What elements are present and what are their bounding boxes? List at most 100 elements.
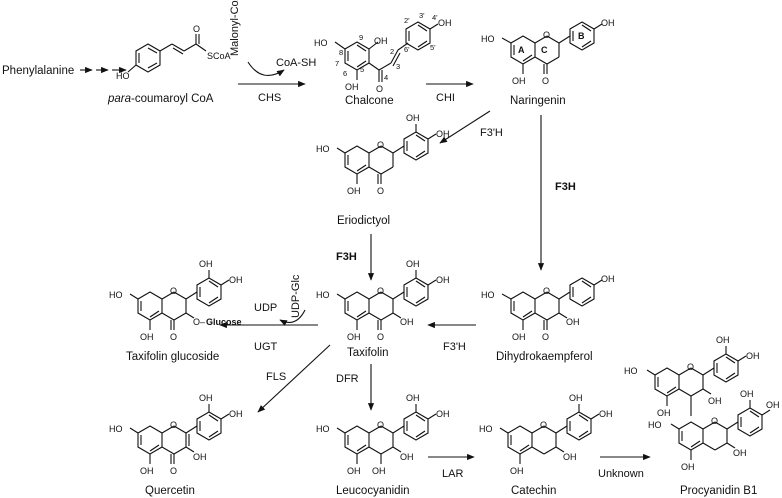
- svg-text:O: O: [377, 286, 384, 296]
- svg-text:OH: OH: [601, 18, 615, 28]
- dihydrokaempferol-label: Dihydrokaempferol: [496, 351, 593, 363]
- svg-text:OH: OH: [347, 332, 361, 342]
- svg-text:5: 5: [360, 65, 364, 74]
- coumaroyl-coa-structure: O SCoA HO: [116, 24, 231, 81]
- ugt-enzyme: UGT: [254, 341, 278, 353]
- svg-text:O: O: [170, 332, 177, 342]
- svg-text:HO: HO: [316, 424, 330, 434]
- coumaroyl-coa-label: para-coumaroyl CoA: [107, 93, 214, 105]
- svg-text:OH: OH: [601, 274, 615, 284]
- f3ph-arrow-top: [439, 110, 491, 144]
- eriodictyol-label: Eriodictyol: [337, 215, 390, 227]
- chalcone-ho-4: HO: [314, 38, 328, 48]
- taxifolin-structure: HO O O OH OH OH OH: [316, 259, 450, 342]
- procyanidin-b1-structure: HO O OH OH OH OH HO O OH OH OH OH: [624, 335, 780, 472]
- svg-text:HO: HO: [481, 34, 495, 44]
- svg-text:OH: OH: [569, 393, 583, 403]
- glucose-label: Glucose: [206, 317, 242, 327]
- unknown-enzyme: Unknown: [598, 468, 644, 480]
- chalcone-oh-4p: OH: [438, 18, 452, 28]
- svg-text:HO: HO: [479, 424, 493, 434]
- svg-text:9: 9: [359, 33, 363, 42]
- svg-text:8: 8: [339, 48, 343, 57]
- dihydrokaempferol-structure: HO O O OH OH OH: [481, 274, 615, 342]
- svg-text:O: O: [377, 140, 384, 150]
- svg-text:OH: OH: [406, 113, 420, 123]
- catechin-label: Catechin: [511, 485, 556, 497]
- svg-text:OH: OH: [708, 396, 722, 406]
- taxifolin-label: Taxifolin: [347, 347, 389, 359]
- svg-text:OH: OH: [372, 466, 386, 476]
- f3ph-enzyme-top: F3'H: [480, 127, 503, 139]
- svg-text:OH: OH: [199, 393, 213, 403]
- svg-text:OH: OH: [746, 351, 760, 361]
- svg-text:OH: OH: [716, 335, 730, 345]
- leucocyanidin-structure: HO O OH OH OH OH OH: [316, 393, 450, 476]
- svg-text:OH: OH: [400, 452, 414, 462]
- svg-text:4': 4': [432, 13, 438, 22]
- svg-text:OH: OH: [406, 393, 420, 403]
- f3h-enzyme-right: F3H: [555, 181, 576, 193]
- svg-text:OH: OH: [229, 275, 243, 285]
- svg-text:2: 2: [390, 47, 394, 56]
- procyanidin-b1-label: Procyanidin B1: [680, 485, 757, 497]
- svg-text:OH: OH: [599, 409, 613, 419]
- svg-text:HO: HO: [316, 290, 330, 300]
- svg-text:OH: OH: [681, 462, 695, 472]
- svg-text:6: 6: [343, 69, 347, 78]
- svg-text:OH: OH: [436, 409, 450, 419]
- svg-text:OH: OH: [140, 466, 154, 476]
- svg-text:OH: OH: [436, 275, 450, 285]
- svg-text:OH: OH: [740, 389, 754, 399]
- taxifolin-glucoside-label: Taxifolin glucoside: [126, 351, 219, 363]
- naringenin-structure: HO O O OH OH A C B: [481, 18, 615, 86]
- fls-arrow: [257, 344, 331, 413]
- svg-text:O: O: [687, 362, 694, 372]
- eriodictyol-structure: HO O O OH OH OH: [316, 113, 450, 196]
- svg-text:O: O: [377, 420, 384, 430]
- svg-text:2': 2': [404, 16, 410, 25]
- svg-text:O–: O–: [193, 317, 205, 327]
- svg-text:OH: OH: [436, 129, 450, 139]
- leucocyanidin-label: Leucocyanidin: [336, 485, 410, 497]
- svg-text:HO: HO: [624, 366, 638, 376]
- svg-text:OH: OH: [766, 400, 780, 410]
- fls-enzyme: FLS: [266, 371, 286, 383]
- udp-label: UDP: [254, 302, 277, 314]
- svg-text:OH: OH: [510, 466, 524, 476]
- svg-text:O: O: [170, 466, 177, 476]
- svg-text:OH: OH: [406, 259, 420, 269]
- svg-text:OH: OH: [733, 448, 747, 458]
- carbonyl-oxygen: O: [193, 24, 200, 34]
- svg-text:3': 3': [419, 11, 425, 20]
- lar-enzyme: LAR: [442, 468, 463, 480]
- coumaroyl-prefix: para: [107, 93, 131, 105]
- chalcone-oh-2: OH: [374, 36, 388, 46]
- scoa-group: SCoA: [207, 51, 231, 61]
- chalcone-oh-6: OH: [345, 82, 359, 92]
- ring-a-label: A: [518, 45, 525, 55]
- svg-text:OH: OH: [512, 332, 526, 342]
- chi-enzyme: CHI: [436, 92, 455, 104]
- svg-text:5': 5': [430, 43, 436, 52]
- svg-text:O: O: [542, 332, 549, 342]
- catechin-structure: HO O OH OH OH OH: [479, 393, 613, 476]
- svg-text:OH: OH: [193, 452, 207, 462]
- quercetin-structure: HO O O OH OH OH OH: [109, 393, 243, 476]
- svg-text:O: O: [170, 420, 177, 430]
- svg-text:4: 4: [384, 73, 388, 82]
- svg-text:HO: HO: [481, 290, 495, 300]
- phenylalanine-label: Phenylalanine: [2, 65, 74, 77]
- malonyl-coa-label: Malonyl-CoA: [229, 0, 241, 56]
- svg-text:OH: OH: [199, 259, 213, 269]
- ring-c-label: C: [541, 45, 548, 55]
- f3ph-enzyme-bottom: F3'H: [443, 341, 466, 353]
- hydroxyl-label: HO: [116, 71, 130, 81]
- svg-text:OH: OH: [400, 317, 414, 327]
- svg-text:OH: OH: [563, 452, 577, 462]
- taxifolin-glucoside-structure: HO O O OH O– Glucose OH OH: [109, 259, 243, 342]
- coash-label: CoA-SH: [276, 57, 316, 69]
- svg-text:OH: OH: [566, 317, 580, 327]
- svg-text:HO: HO: [316, 144, 330, 154]
